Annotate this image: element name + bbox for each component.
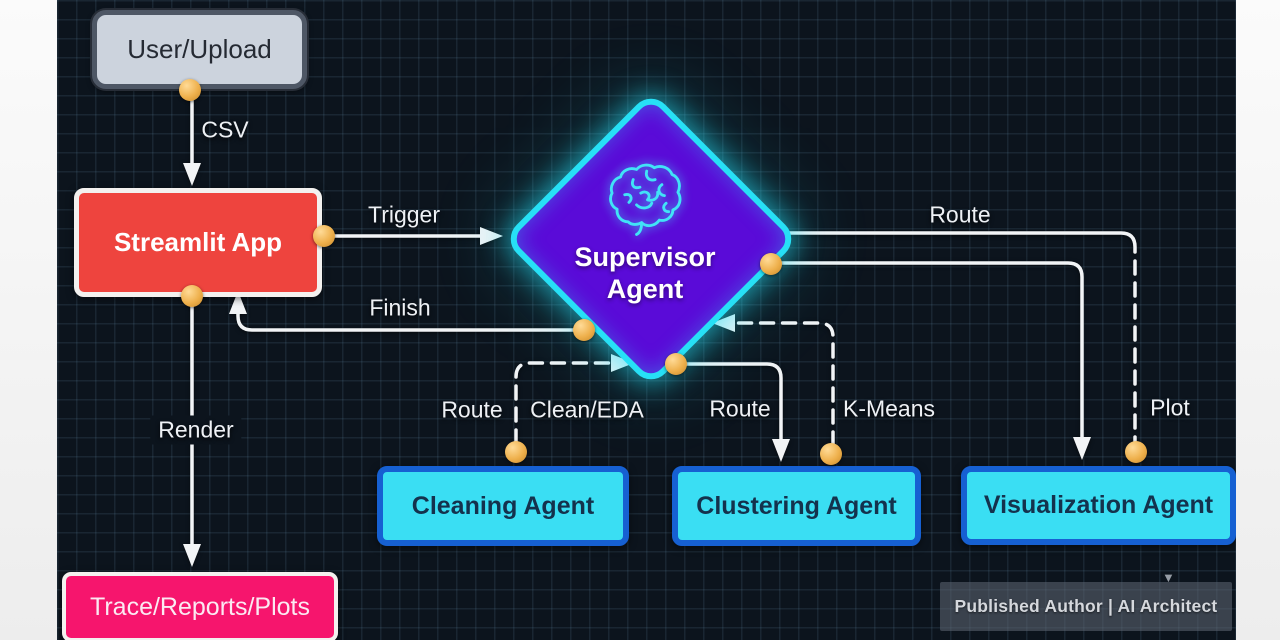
node-cleaning-agent-label: Cleaning Agent — [411, 491, 595, 520]
edge-label-route-clustering: Route — [709, 395, 771, 422]
connector-dot — [760, 253, 782, 275]
node-user-upload: User/Upload — [92, 10, 307, 89]
edge-label-csv: CSV — [201, 116, 249, 143]
connector-dot — [820, 443, 842, 465]
node-clustering-agent-label: Clustering Agent — [696, 491, 897, 520]
arrowhead-route-visualization — [1073, 437, 1091, 460]
edge-label-route-cleaning: Route — [441, 396, 503, 423]
connector-dot — [313, 225, 335, 247]
node-user-upload-label: User/Upload — [127, 34, 272, 64]
node-visualization-agent-label: Visualization Agent — [983, 491, 1214, 519]
node-clustering-agent: Clustering Agent — [672, 466, 921, 546]
node-supervisor-agent-label: Supervisor Agent — [574, 241, 715, 305]
brain-icon — [609, 163, 682, 236]
arrowhead-clean-eda — [611, 354, 634, 372]
supervisor-label-line2: Agent — [606, 274, 684, 304]
edge-route-clustering — [684, 362, 783, 443]
edge-kmeans — [734, 321, 835, 447]
edge-label-clean-eda: Clean/EDA — [530, 396, 644, 423]
edge-label-finish: Finish — [369, 294, 431, 321]
arrowhead-render — [183, 544, 201, 567]
edge-label-route-visualization: Route — [929, 201, 991, 228]
watermark-badge: Published Author | AI Architect — [940, 582, 1232, 631]
edge-plot-solid — [787, 231, 1137, 254]
right-letterbox-strip — [1236, 0, 1280, 640]
edge-label-render: Render — [150, 415, 242, 445]
edge-route-visualization — [780, 261, 1084, 441]
connector-dot — [181, 285, 203, 307]
left-letterbox-strip — [0, 0, 57, 640]
connector-dot — [573, 319, 595, 341]
supervisor-label-line1: Supervisor — [574, 242, 716, 272]
edge-finish — [236, 310, 577, 332]
arrowhead-trigger — [480, 227, 503, 245]
node-visualization-agent: Visualization Agent — [961, 466, 1236, 545]
node-cleaning-agent: Cleaning Agent — [377, 466, 629, 546]
edge-label-kmeans: K-Means — [842, 395, 936, 422]
watermark-text: Published Author | AI Architect — [954, 596, 1218, 616]
arrowhead-kmeans — [712, 314, 735, 332]
node-streamlit-app: Streamlit App — [74, 188, 322, 297]
node-streamlit-app-label: Streamlit App — [113, 227, 283, 257]
connector-dot — [179, 79, 201, 101]
arrowhead-csv — [183, 163, 201, 186]
arrowhead-finish — [229, 291, 247, 314]
node-trace-reports-plots: Trace/Reports/Plots — [62, 572, 338, 640]
node-supervisor-agent: Supervisor Agent — [545, 126, 745, 340]
edge-clean-eda — [514, 361, 614, 445]
edge-label-plot: Plot — [1150, 394, 1190, 421]
connector-dot — [505, 441, 527, 463]
node-trace-reports-plots-label: Trace/Reports/Plots — [90, 592, 310, 621]
connector-dot — [665, 353, 687, 375]
arrowhead-route-clustering — [772, 439, 790, 462]
connector-dot — [1125, 441, 1147, 463]
caret-down-icon: ▼ — [1162, 570, 1175, 585]
edge-label-trigger: Trigger — [368, 201, 440, 228]
